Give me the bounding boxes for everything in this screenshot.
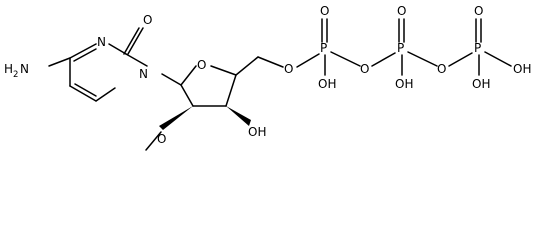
wedge-c3prime-oh xyxy=(226,106,251,126)
atom-p-beta-o: O xyxy=(397,4,406,18)
bond-c4prime-c5prime xyxy=(235,56,259,76)
atom-ring-n1: N xyxy=(139,67,148,81)
bond-c1prime-o4prime xyxy=(180,65,197,86)
bond-c5-c6-double xyxy=(74,83,97,97)
atom-p-alpha-oh: OH xyxy=(318,77,336,91)
chemical-structure: O N N H 2 N O OH O O P O OH O P O OH O P… xyxy=(4,4,531,151)
bond-c2-oxo-double xyxy=(127,27,144,55)
atom-bridge-o-1: O xyxy=(284,62,293,76)
atom-amino-n: N xyxy=(20,62,29,76)
bond-bridge-o-3-pg xyxy=(448,52,473,67)
atom-p-beta: P xyxy=(397,41,404,55)
bond-pb-bridge-o-3 xyxy=(407,51,438,67)
atom-bridge-o-3: O xyxy=(437,62,446,76)
atom-ring-o-oxo: O xyxy=(143,13,152,27)
atom-p-gamma-o: O xyxy=(474,4,483,18)
bond-n1-c2 xyxy=(125,53,148,67)
bond-c4prime-c3prime xyxy=(225,74,237,107)
atom-amino-h: H xyxy=(4,62,13,76)
atom-p-alpha-o: O xyxy=(320,4,329,18)
atom-p-gamma-oh-right: OH xyxy=(513,62,531,76)
atom-p-beta-oh: OH xyxy=(395,77,413,91)
bond-c6-n1 xyxy=(95,87,116,102)
bond-methoxy-methyl xyxy=(145,131,162,151)
bond-c2prime-c1prime xyxy=(180,84,194,107)
bond-bridge-o-2-pb xyxy=(371,52,396,67)
atom-amino-subscript: 2 xyxy=(13,70,18,80)
atom-sugar-o: O xyxy=(197,58,206,72)
bond-pg-oh-right xyxy=(484,51,512,67)
atom-p-alpha: P xyxy=(320,41,327,55)
bond-o5prime-pa xyxy=(296,53,320,68)
bond-c5-c6 xyxy=(69,85,97,102)
cytosine-ring xyxy=(48,27,148,102)
wedge-c2prime-methoxy xyxy=(159,106,193,130)
bond-pa-bridge-o-2 xyxy=(330,51,361,67)
atom-bridge-o-2: O xyxy=(360,62,369,76)
bond-c4-amino xyxy=(48,57,71,67)
bond-n3-c4-double xyxy=(73,48,97,62)
bond-n1-c1prime xyxy=(161,73,182,86)
atom-hydroxyl: OH xyxy=(248,125,266,139)
bond-n3-c4 xyxy=(69,43,97,59)
atom-methoxy-o: O xyxy=(157,132,166,146)
bond-o4prime-c4prime xyxy=(210,65,237,76)
atom-ring-n3: N xyxy=(97,35,106,49)
atom-p-gamma-oh-bottom: OH xyxy=(472,77,490,91)
sugar-ring xyxy=(161,56,284,107)
atom-p-gamma: P xyxy=(474,41,481,55)
bond-c2-oxo xyxy=(123,27,140,55)
bond-c2-n3 xyxy=(108,43,127,55)
bond-c5prime-o5prime xyxy=(257,56,284,68)
